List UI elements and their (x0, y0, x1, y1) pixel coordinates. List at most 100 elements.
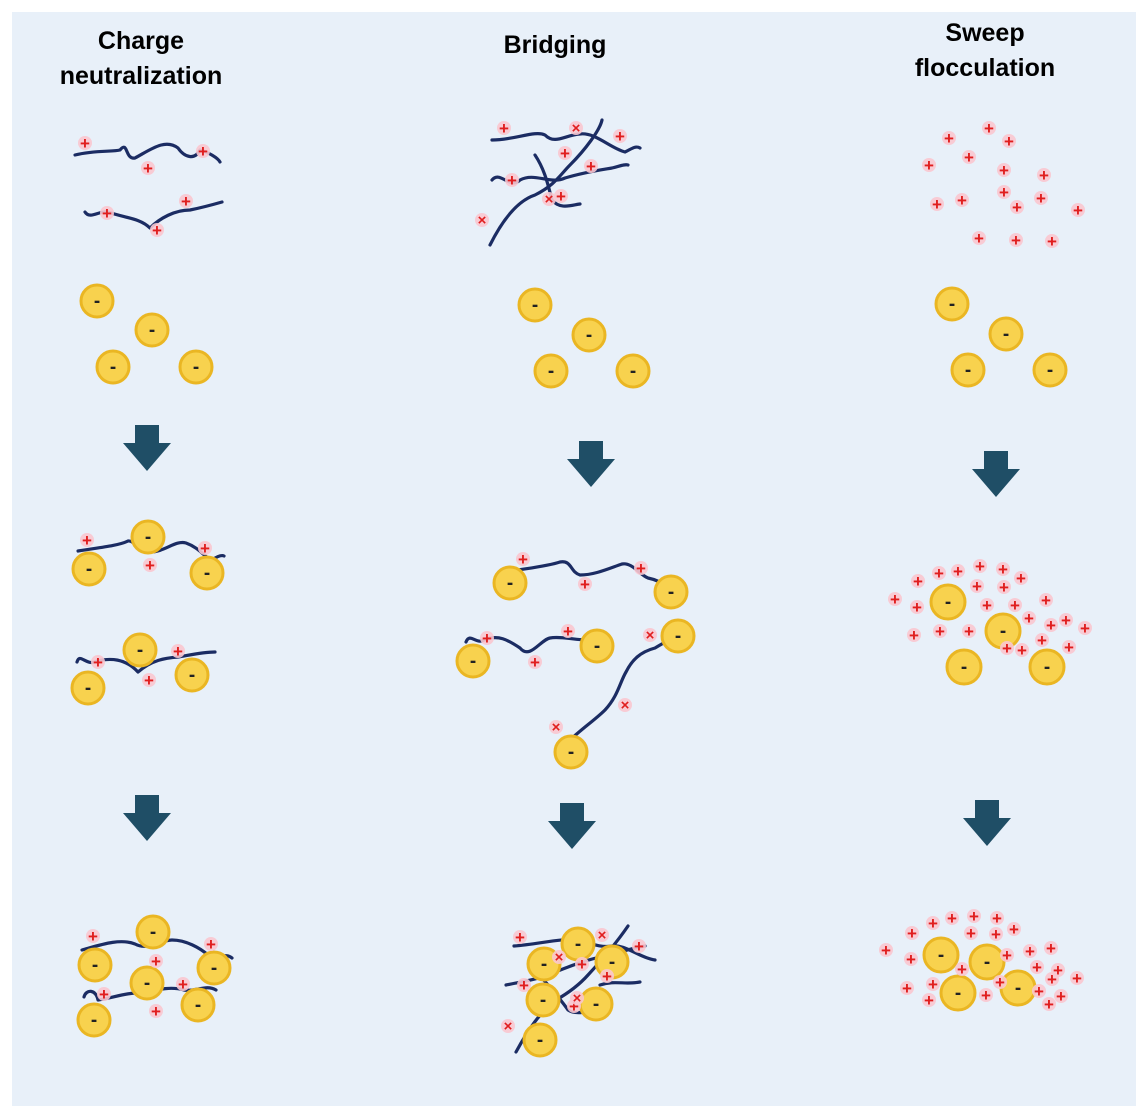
plus-sign: + (507, 171, 517, 190)
charge-halo (1009, 233, 1023, 247)
negative-sign: - (537, 1030, 543, 1051)
cross-sign: × (478, 212, 487, 229)
particle-body (70, 670, 106, 706)
positive-charge: + (973, 557, 987, 576)
particle-body (950, 352, 986, 388)
positive-charge: + (505, 171, 519, 190)
plus-sign: + (966, 924, 976, 943)
plus-sign: + (560, 144, 570, 163)
plus-sign: + (1046, 939, 1056, 958)
cross-sign: × (545, 191, 554, 208)
charge-halo (179, 194, 193, 208)
positive-charge: + (905, 924, 919, 943)
charge-halo (149, 1004, 163, 1018)
plus-sign: + (636, 559, 646, 578)
plus-sign: + (1034, 982, 1044, 1001)
title-line-1: Charge (97, 27, 185, 55)
charge-halo (497, 121, 511, 135)
negative-sign: - (540, 990, 546, 1011)
positive-charge: + (1015, 641, 1029, 660)
negative-sign: - (150, 922, 156, 943)
plus-sign: + (99, 985, 109, 1004)
plus-sign: + (991, 925, 1001, 944)
positive-charge: + (1037, 166, 1051, 185)
particle-body (76, 1002, 112, 1038)
charge-halo (204, 937, 218, 951)
negative-sign: - (1003, 324, 1009, 345)
negative-particle: - (517, 287, 553, 323)
plus-sign: + (924, 156, 934, 175)
positive-charge: + (149, 952, 163, 971)
negative-particle: - (660, 618, 696, 654)
negative-particle: - (1032, 352, 1068, 388)
negative-sign: - (195, 995, 201, 1016)
charge-halo (176, 977, 190, 991)
negative-particle: - (130, 519, 166, 555)
charge-halo (613, 129, 627, 143)
cross-halo (643, 628, 657, 642)
plus-sign: + (1039, 166, 1049, 185)
charge-halo (86, 929, 100, 943)
title-line-1: Bridging (503, 31, 607, 59)
negative-sign: - (110, 357, 116, 378)
charge-halo (149, 954, 163, 968)
positive-charge: + (1054, 987, 1068, 1006)
particle-body (525, 982, 561, 1018)
charge-halo (1037, 168, 1051, 182)
plus-sign: + (999, 161, 1009, 180)
charge-halo (904, 952, 918, 966)
cross-sign: × (573, 990, 582, 1007)
charge-halo (100, 206, 114, 220)
charge-halo (91, 655, 105, 669)
charge-halo (990, 911, 1004, 925)
cross-halo (501, 1019, 515, 1033)
positive-charge: + (1009, 231, 1023, 250)
positive-charge: + (198, 539, 212, 558)
plus-sign: + (586, 157, 596, 176)
positive-charge: + (613, 127, 627, 146)
charge-halo (970, 579, 984, 593)
negative-particle: - (455, 643, 491, 679)
plus-sign: + (913, 572, 923, 591)
particle-body (660, 618, 696, 654)
charge-halo (962, 150, 976, 164)
particle-body (492, 565, 528, 601)
charge-halo (1023, 944, 1037, 958)
plus-sign: + (969, 907, 979, 926)
particle-body (180, 987, 216, 1023)
positive-charge: + (513, 928, 527, 947)
negative-sign: - (586, 325, 592, 346)
positive-charge: + (1045, 970, 1059, 989)
particle-body (968, 943, 1006, 981)
positive-charge: + (879, 941, 893, 960)
negative-particle: - (526, 946, 562, 982)
positive-charge: + (141, 159, 155, 178)
negative-particle: - (76, 1002, 112, 1038)
particle-body (77, 947, 113, 983)
positive-charge: + (1007, 920, 1021, 939)
positive-charge: + (997, 578, 1011, 597)
negative-particle: - (134, 312, 170, 348)
charge-halo (980, 598, 994, 612)
particle-body (1032, 352, 1068, 388)
charge-halo (1054, 989, 1068, 1003)
negative-sign: - (193, 357, 199, 378)
positive-charge: + (1000, 946, 1014, 965)
positive-charge: + (911, 572, 925, 591)
plus-sign: + (198, 142, 208, 161)
particle-body (929, 583, 967, 621)
negative-sign: - (1047, 360, 1053, 381)
negative-particle: - (525, 982, 561, 1018)
plus-sign: + (151, 1002, 161, 1021)
charge-halo (1071, 203, 1085, 217)
particle-body (129, 965, 165, 1001)
plus-sign: + (1024, 609, 1034, 628)
charge-halo (578, 577, 592, 591)
charge-halo (516, 552, 530, 566)
positive-charge: + (632, 937, 646, 956)
cross-link-mark: × (501, 1018, 515, 1035)
plus-sign: + (975, 557, 985, 576)
positive-charge: + (600, 967, 614, 986)
positive-charge: + (1022, 609, 1036, 628)
positive-charge: + (1035, 631, 1049, 650)
